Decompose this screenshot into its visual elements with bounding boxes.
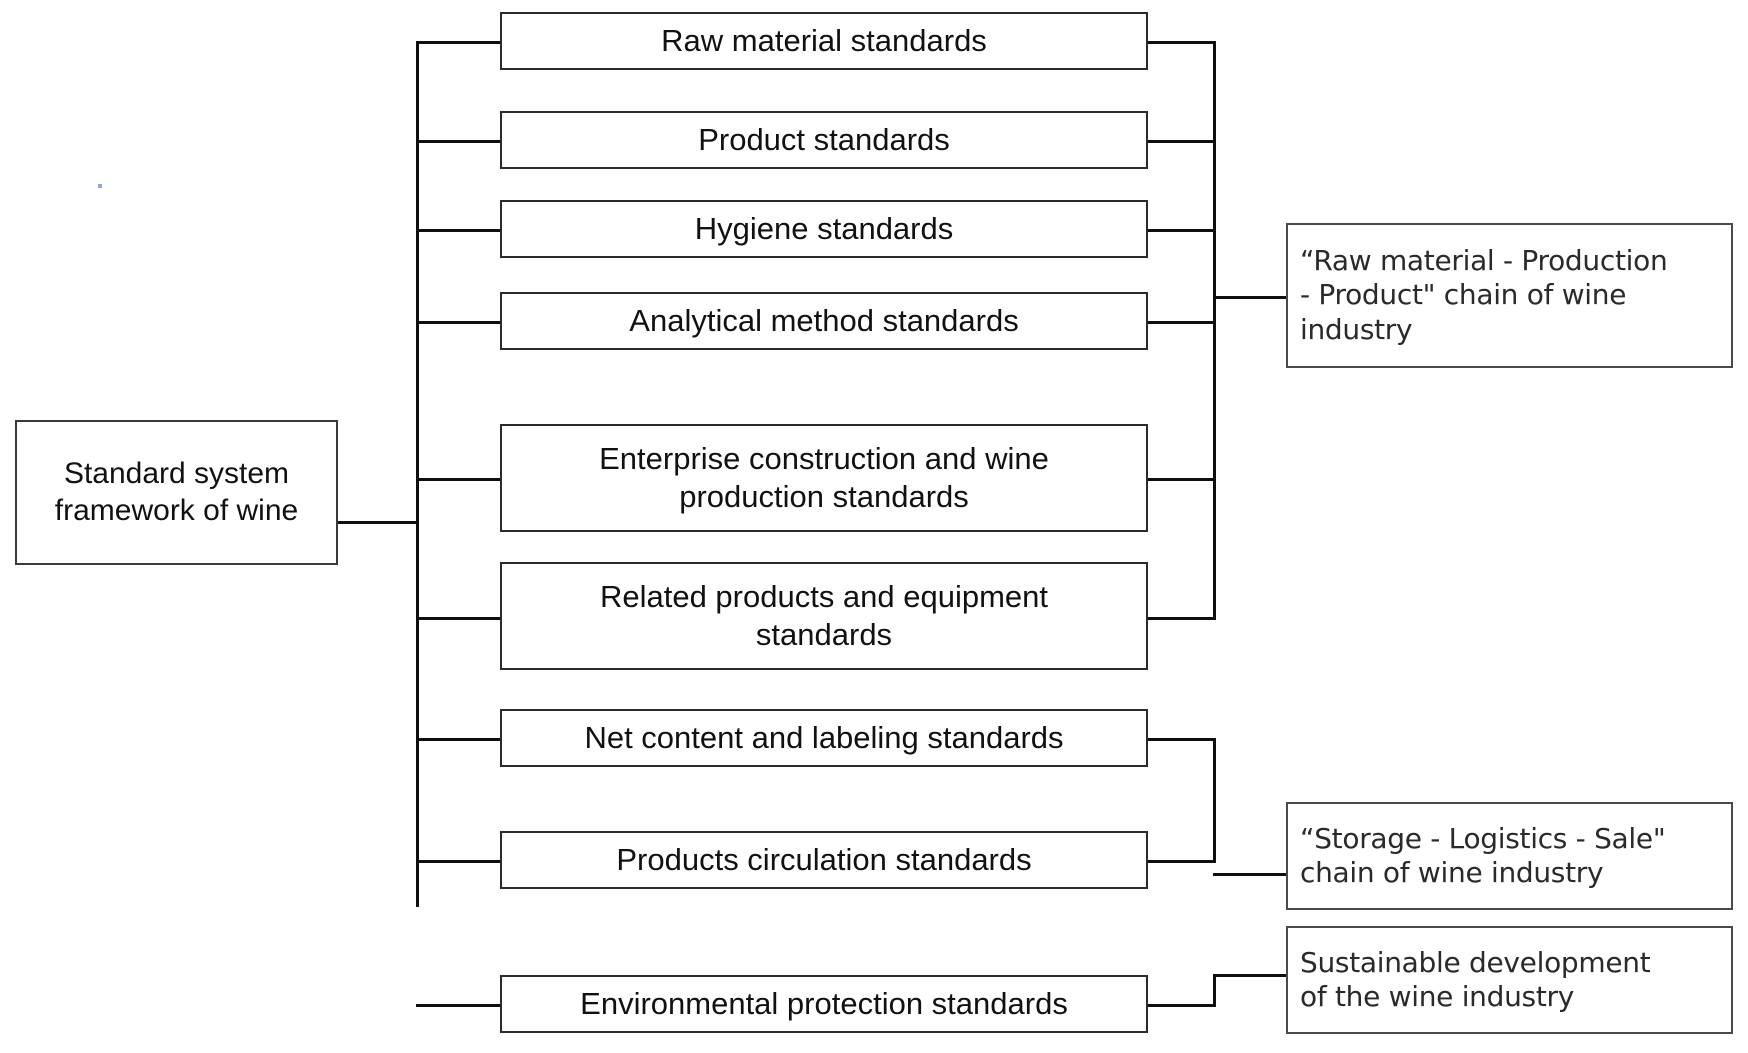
branch-node-related-products-and-equipment-standards[interactable]: Related products and equipment standards [500,562,1148,670]
connector-branch-8 [416,860,502,863]
branch-node-net-content-and-labeling-standards[interactable]: Net content and labeling standards [500,709,1148,767]
connector-out1-stub [1213,296,1288,299]
connector-branch-1 [416,41,502,44]
outcome-node-storage-logistics-sale-chain[interactable]: “Storage - Logistics - Sale" chain of wi… [1286,802,1733,910]
outcome-node-raw-material-production-product-chain[interactable]: “Raw material - Production - Product" ch… [1286,223,1733,368]
connector-out3-riser [1213,974,1216,1007]
connector-branch-5 [416,478,502,481]
branch-node-analytical-method-standards[interactable]: Analytical method standards [500,292,1148,350]
branch-node-products-circulation-standards[interactable]: Products circulation standards [500,831,1148,889]
branch-node-environmental-protection-standards[interactable]: Environmental protection standards [500,975,1148,1033]
connector-out1-in-2 [1148,140,1216,143]
connector-branch-4 [416,321,502,324]
connector-out2-in-7 [1148,738,1216,741]
connector-branch-2 [416,140,502,143]
connector-branch-9 [416,1004,502,1007]
connector-out3-in-9 [1148,1004,1216,1007]
connector-out1-in-3 [1148,229,1216,232]
connector-main-trunk [416,41,419,907]
branch-node-raw-material-standards[interactable]: Raw material standards [500,12,1148,70]
connector-out1-in-1 [1148,41,1216,44]
connector-branch-7 [416,738,502,741]
branch-node-hygiene-standards[interactable]: Hygiene standards [500,200,1148,258]
outcome-node-sustainable-development[interactable]: Sustainable development of the wine indu… [1286,926,1733,1034]
branch-node-product-standards[interactable]: Product standards [500,111,1148,169]
connector-out3-stub [1213,974,1288,977]
root-node[interactable]: Standard system framework of wine [15,420,338,565]
branch-node-enterprise-construction-and-wine-production-standards[interactable]: Enterprise construction and wine product… [500,424,1148,532]
connector-branch-3 [416,229,502,232]
connector-out2-stub [1213,873,1288,876]
connector-out1-in-5 [1148,478,1216,481]
connector-out1-bus [1213,41,1216,619]
artifact-speck [98,184,102,188]
connector-branch-6 [416,617,502,620]
connector-out2-in-8 [1148,860,1216,863]
connector-out1-in-4 [1148,321,1216,324]
connector-out2-bus [1213,738,1216,863]
connector-root-stub [338,521,418,524]
connector-out1-in-6 [1148,617,1216,620]
